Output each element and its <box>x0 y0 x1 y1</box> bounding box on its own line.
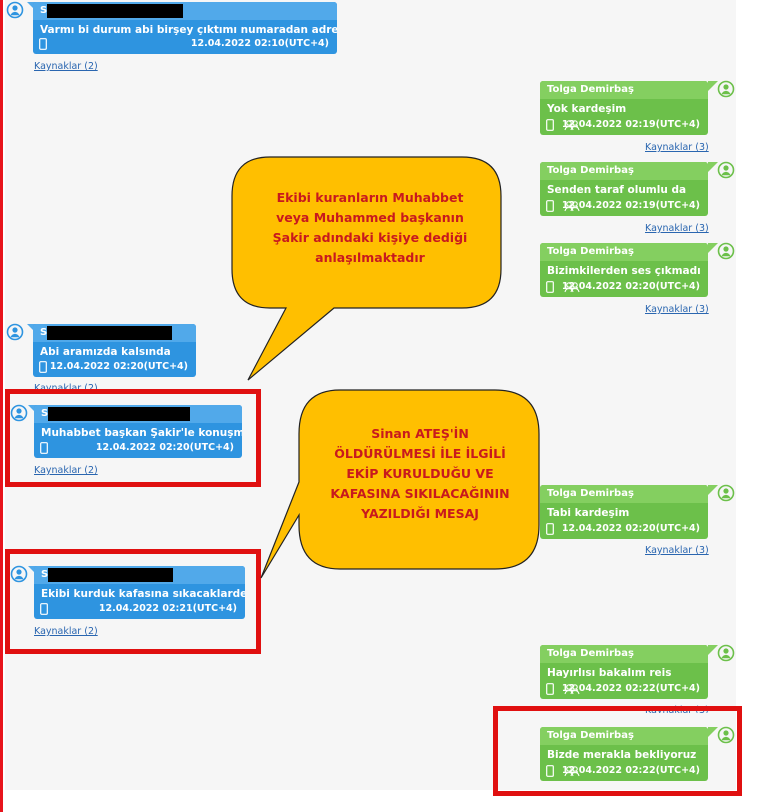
highlight-frame <box>5 389 261 487</box>
message-time: 12.04.2022 02:20(UTC+4) <box>561 523 700 534</box>
phone-icon <box>546 281 554 293</box>
message-text: Varmı bi durum abi birşey çıktımı numara… <box>40 24 337 36</box>
outgoing-message[interactable]: Tolga Demirbaş Tabi kardeşim 12.04.2022 … <box>540 485 708 539</box>
sender-name: Tolga Demirbaş <box>540 645 708 663</box>
message-text: Bizde merakla bekliyoruz <box>547 749 697 761</box>
sender-name: S <box>33 2 337 20</box>
message-text: Yok kardeşim <box>547 103 627 115</box>
user-avatar-icon <box>10 565 28 583</box>
red-frame-left <box>0 0 3 812</box>
message-text: Tabi kardeşim <box>547 507 630 519</box>
callout-text: Ekibi kuranların Muhabbet veya Muhammed … <box>272 190 468 265</box>
annotation-callout <box>260 389 540 579</box>
bubble-tail <box>708 243 718 253</box>
group-icon <box>564 766 580 777</box>
bubble-tail <box>27 2 37 12</box>
phone-icon <box>546 200 554 212</box>
incoming-message[interactable]: S Muhabbet başkan Şakir'le konuşmuş 12.0… <box>34 405 242 458</box>
sources-link[interactable]: Kaynaklar (3) <box>645 142 709 153</box>
message-text: Hayırlısı bakalım reis <box>547 667 672 679</box>
sender-name: Tolga Demirbaş <box>540 162 708 180</box>
sender-name: S <box>33 324 196 342</box>
incoming-message[interactable]: S Varmı bi durum abi birşey çıktımı numa… <box>33 2 337 54</box>
sender-name: Tolga Demirbaş <box>540 243 708 261</box>
user-avatar-icon <box>717 644 735 662</box>
bubble-tail <box>28 566 38 576</box>
message-time: 12.04.2022 02:22(UTC+4) <box>561 683 700 694</box>
message-text: Muhabbet başkan Şakir'le konuşmuş <box>41 427 242 439</box>
phone-icon <box>40 603 48 615</box>
bubble-tail <box>27 324 37 334</box>
redaction-bar <box>47 4 183 18</box>
message-time: 12.04.2022 02:22(UTC+4) <box>561 765 700 776</box>
user-avatar-icon <box>6 1 24 19</box>
phone-icon <box>39 361 47 373</box>
message-text: Bizimkilerden ses çıkmadı <box>547 265 701 277</box>
sources-link[interactable]: Kaynaklar (3) <box>645 223 709 234</box>
message-time: 12.04.2022 02:19(UTC+4) <box>561 119 700 130</box>
message-text: Abi aramızda kalsında <box>40 346 171 358</box>
bubble-tail <box>708 162 718 172</box>
phone-icon <box>546 765 554 777</box>
bubble-tail <box>708 645 718 655</box>
sender-name: S <box>34 566 245 584</box>
sender-name: Tolga Demirbaş <box>540 81 708 99</box>
outgoing-message[interactable]: Tolga Demirbaş Bizde merakla bekliyoruz … <box>540 727 708 781</box>
message-time: 12.04.2022 02:10(UTC+4) <box>190 38 329 49</box>
redaction-bar <box>48 407 190 421</box>
user-avatar-icon <box>717 80 735 98</box>
outgoing-message[interactable]: Tolga Demirbaş Hayırlısı bakalım reis 12… <box>540 645 708 699</box>
message-text: Senden taraf olumlu da <box>547 184 687 196</box>
user-avatar-icon <box>717 484 735 502</box>
message-time: 12.04.2022 02:20(UTC+4) <box>95 442 234 453</box>
sources-link[interactable]: Kaynaklar (2) <box>34 383 98 390</box>
callout-text: Sinan ATEŞ'İN ÖLDÜRÜLMESİ İLE İLGİLİ EKİ… <box>330 426 510 521</box>
group-icon <box>564 120 580 131</box>
highlight-frame <box>493 706 742 796</box>
phone-icon <box>39 38 47 50</box>
user-avatar-icon <box>10 404 28 422</box>
user-avatar-icon <box>717 242 735 260</box>
redaction-bar <box>48 568 173 582</box>
phone-icon <box>40 442 48 454</box>
sources-link[interactable]: Kaynaklar (2) <box>34 465 98 476</box>
group-icon <box>564 684 580 695</box>
outgoing-message[interactable]: Tolga Demirbaş Bizimkilerden ses çıkmadı… <box>540 243 708 297</box>
sender-name: Tolga Demirbaş <box>540 727 708 745</box>
sources-link[interactable]: Kaynaklar (3) <box>645 304 709 315</box>
message-time: 12.04.2022 02:21(UTC+4) <box>98 603 237 614</box>
sender-name: Tolga Demirbaş <box>540 485 708 503</box>
user-avatar-icon <box>717 161 735 179</box>
incoming-message[interactable]: S Abi aramızda kalsında 12.04.2022 02:20… <box>33 324 196 377</box>
message-time: 12.04.2022 02:19(UTC+4) <box>561 200 700 211</box>
bubble-tail <box>708 485 718 495</box>
outgoing-message[interactable]: Tolga Demirbaş Senden taraf olumlu da 12… <box>540 162 708 216</box>
phone-icon <box>546 119 554 131</box>
group-icon <box>564 282 580 293</box>
sources-link[interactable]: Kaynaklar (2) <box>34 61 98 72</box>
phone-icon <box>546 683 554 695</box>
bubble-tail <box>28 405 38 415</box>
sources-link[interactable]: Kaynaklar (2) <box>34 626 98 637</box>
incoming-message[interactable]: S Ekibi kurduk kafasına sıkacaklardemiş … <box>34 566 245 619</box>
message-time: 12.04.2022 02:20(UTC+4) <box>561 281 700 292</box>
redaction-bar <box>47 326 172 340</box>
group-icon <box>564 201 580 212</box>
outgoing-message[interactable]: Tolga Demirbaş Yok kardeşim 12.04.2022 0… <box>540 81 708 135</box>
sender-name: S <box>34 405 242 423</box>
message-time: 12.04.2022 02:20(UTC+4) <box>49 361 188 372</box>
annotation-callout <box>231 156 502 381</box>
highlight-frame <box>5 549 261 654</box>
phone-icon <box>546 523 554 535</box>
user-avatar-icon <box>717 726 735 744</box>
sources-link[interactable]: Kaynaklar (3) <box>645 545 709 556</box>
bubble-tail <box>708 727 718 737</box>
bubble-tail <box>708 81 718 91</box>
user-avatar-icon <box>6 323 24 341</box>
message-text: Ekibi kurduk kafasına sıkacaklardemiş <box>41 588 245 600</box>
